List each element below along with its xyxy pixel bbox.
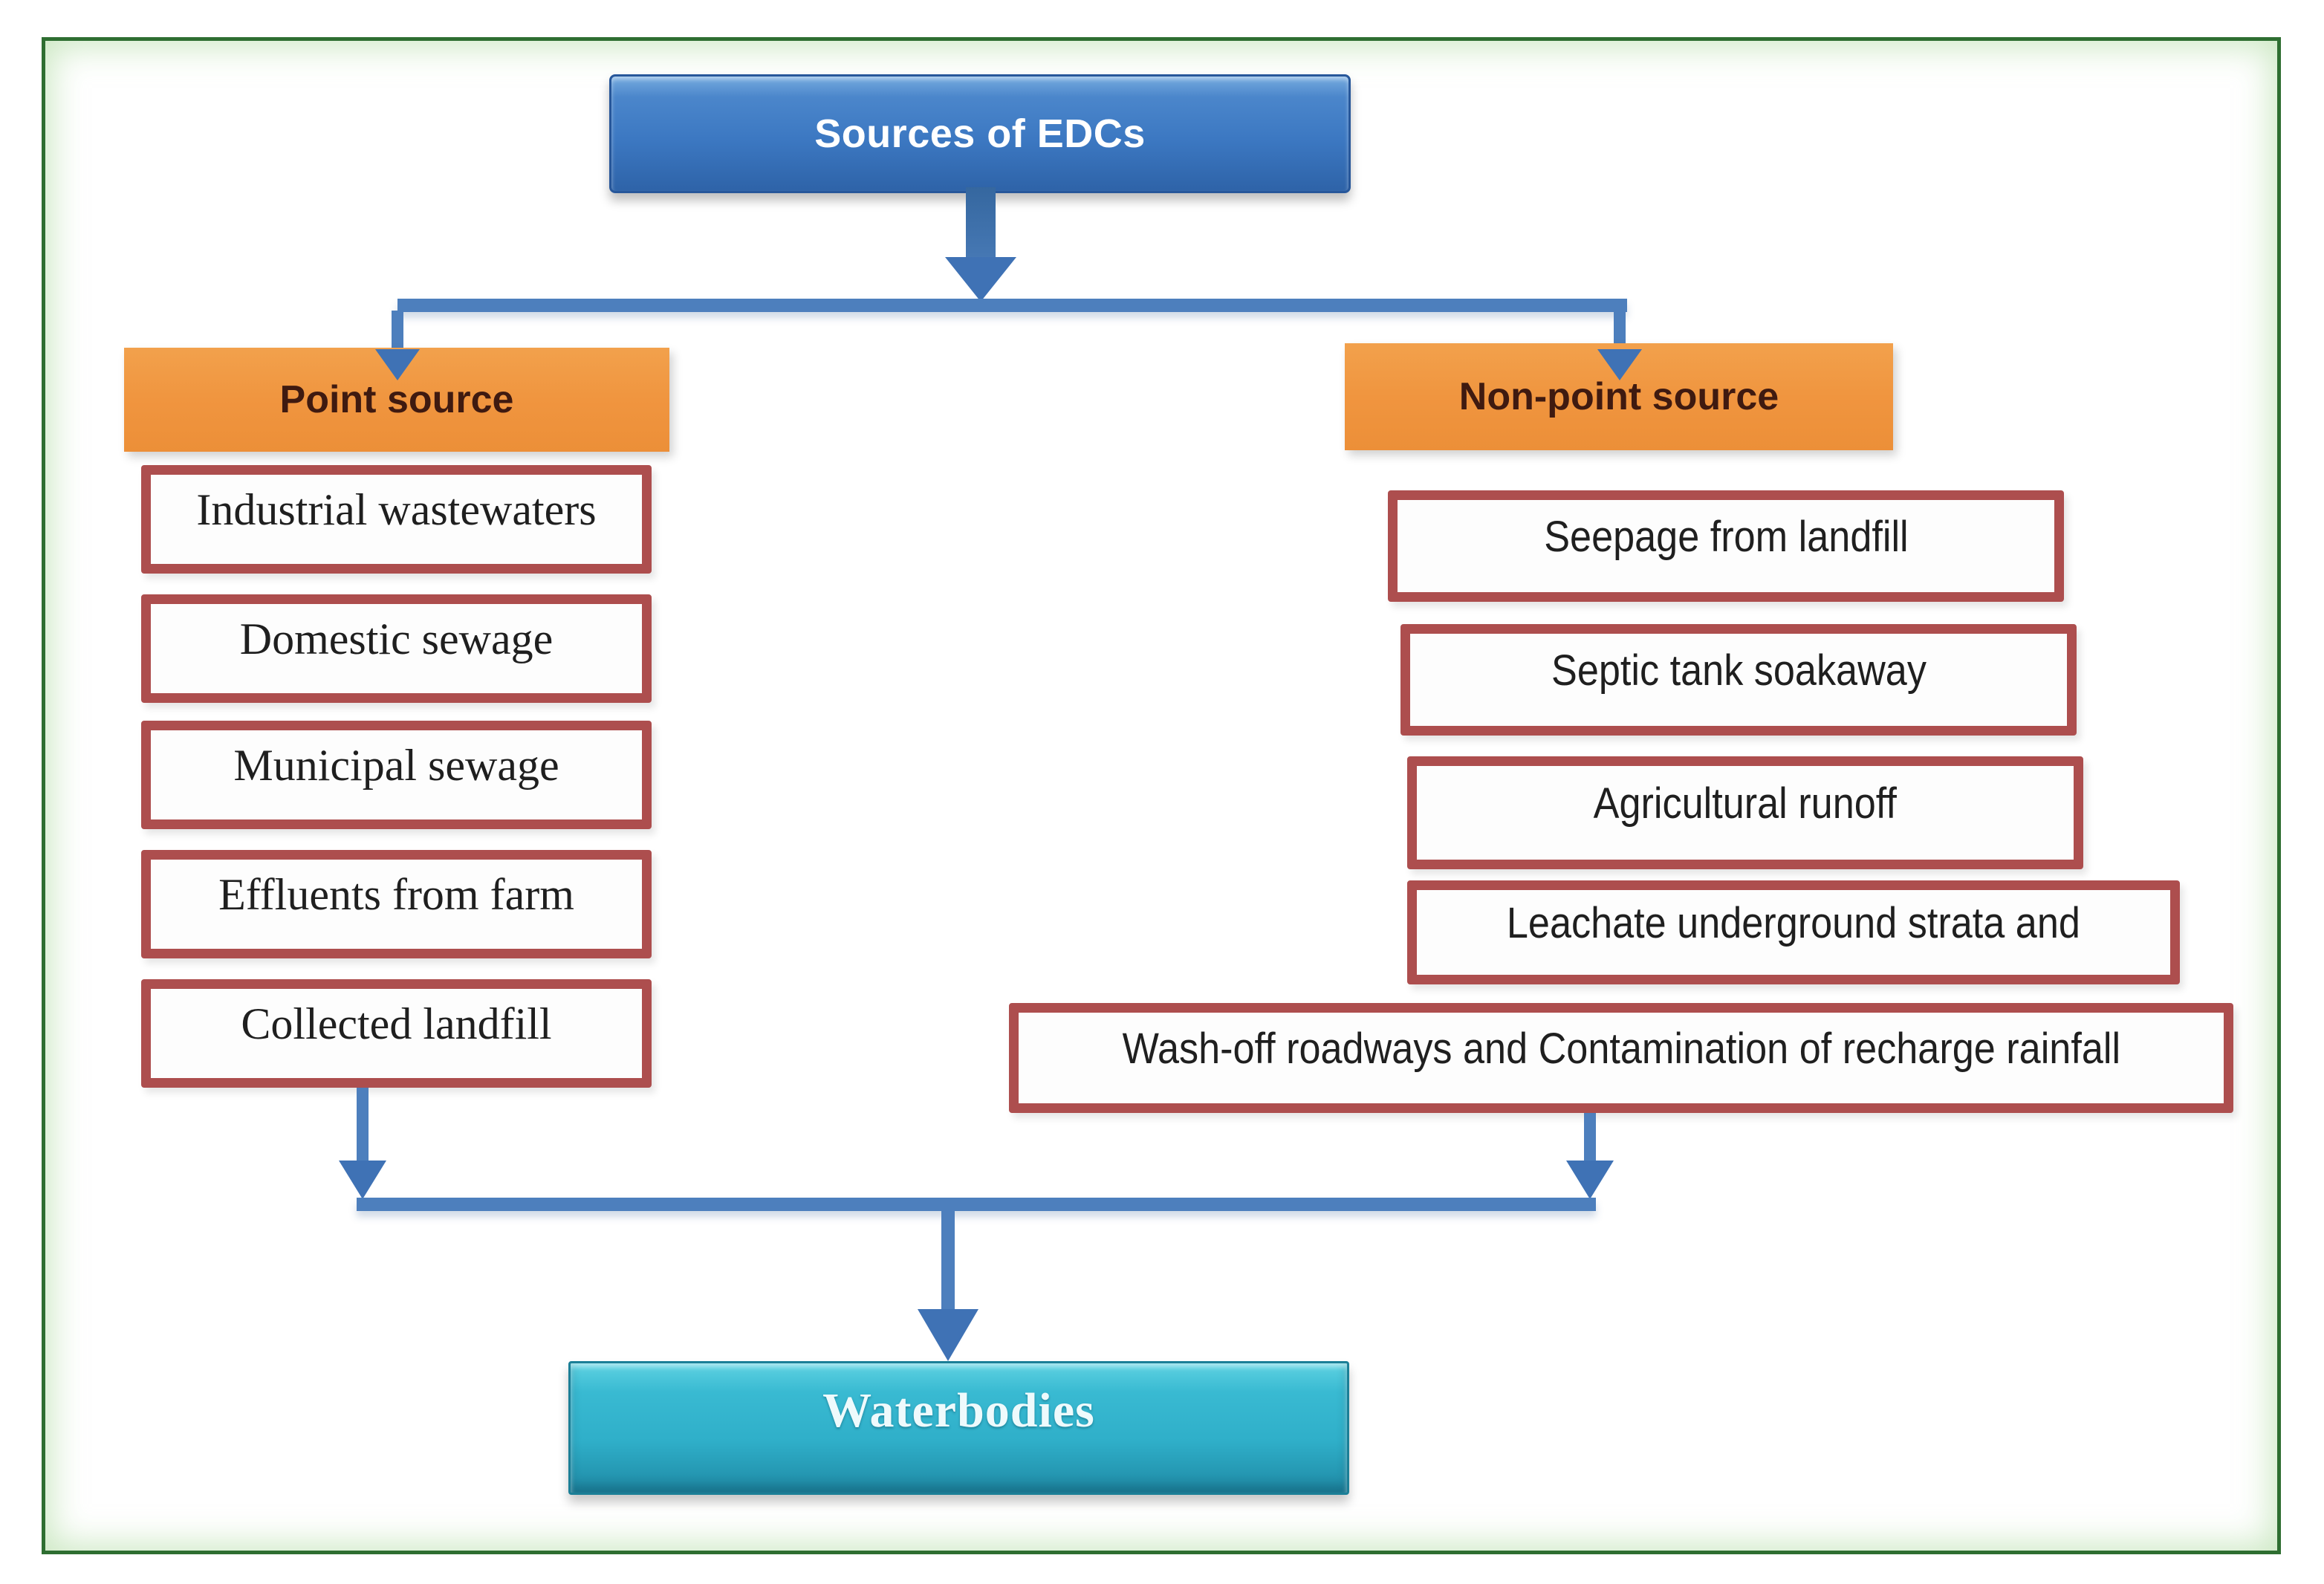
arrowhead-sink-down-icon bbox=[918, 1309, 978, 1361]
item-label: Municipal sewage bbox=[233, 740, 559, 790]
connector-right-merge bbox=[1584, 1113, 1596, 1163]
item-industrial-wastewaters: Industrial wastewaters bbox=[141, 465, 652, 574]
page-frame-border bbox=[42, 37, 2281, 1554]
item-collected-landfill: Collected landfill bbox=[141, 979, 652, 1088]
connector-left-merge bbox=[357, 1088, 369, 1163]
connector-drop-left bbox=[392, 311, 403, 352]
header-point-source-label: Point source bbox=[279, 378, 514, 421]
connector-root-stem bbox=[966, 187, 996, 259]
connector-branch-bar bbox=[397, 299, 1627, 312]
arrowhead-root-down-icon bbox=[945, 257, 1016, 302]
item-label: Septic tank soakaway bbox=[1551, 646, 1927, 695]
item-leachate-underground-strata: Leachate underground strata and bbox=[1407, 880, 2180, 984]
arrowhead-left-merge-icon bbox=[339, 1161, 386, 1199]
item-municipal-sewage: Municipal sewage bbox=[141, 721, 652, 829]
connector-sink-stem bbox=[941, 1211, 955, 1312]
node-sources-of-edcs: Sources of EDCs bbox=[609, 74, 1351, 193]
item-label: Agricultural runoff bbox=[1593, 779, 1898, 828]
item-septic-tank-soakaway: Septic tank soakaway bbox=[1400, 624, 2077, 736]
arrowhead-left-branch-icon bbox=[375, 349, 420, 380]
item-label: Industrial wastewaters bbox=[196, 484, 597, 534]
item-label: Leachate underground strata and bbox=[1506, 898, 2080, 947]
header-non-point-source-label: Non-point source bbox=[1458, 375, 1779, 418]
connector-merge-bar bbox=[357, 1198, 1596, 1211]
item-label: Effluents from farm bbox=[218, 869, 574, 919]
item-label: Domestic sewage bbox=[239, 614, 554, 663]
node-waterbodies: Waterbodies bbox=[568, 1361, 1349, 1495]
item-label: Collected landfill bbox=[241, 999, 552, 1048]
arrowhead-right-branch-icon bbox=[1597, 349, 1642, 380]
arrowhead-right-merge-icon bbox=[1566, 1161, 1614, 1199]
root-label: Sources of EDCs bbox=[814, 111, 1146, 156]
item-label: Wash-off roadways and Contamination of r… bbox=[1122, 1024, 2120, 1073]
item-wash-off-roadways-contamination: Wash-off roadways and Contamination of r… bbox=[1009, 1003, 2233, 1113]
item-seepage-from-landfill: Seepage from landfill bbox=[1388, 490, 2064, 602]
item-agricultural-runoff: Agricultural runoff bbox=[1407, 756, 2083, 869]
item-domestic-sewage: Domestic sewage bbox=[141, 594, 652, 703]
item-effluents-from-farm: Effluents from farm bbox=[141, 850, 652, 958]
connector-drop-right bbox=[1614, 311, 1626, 352]
item-label: Seepage from landfill bbox=[1543, 512, 1909, 561]
sink-label: Waterbodies bbox=[822, 1383, 1095, 1438]
